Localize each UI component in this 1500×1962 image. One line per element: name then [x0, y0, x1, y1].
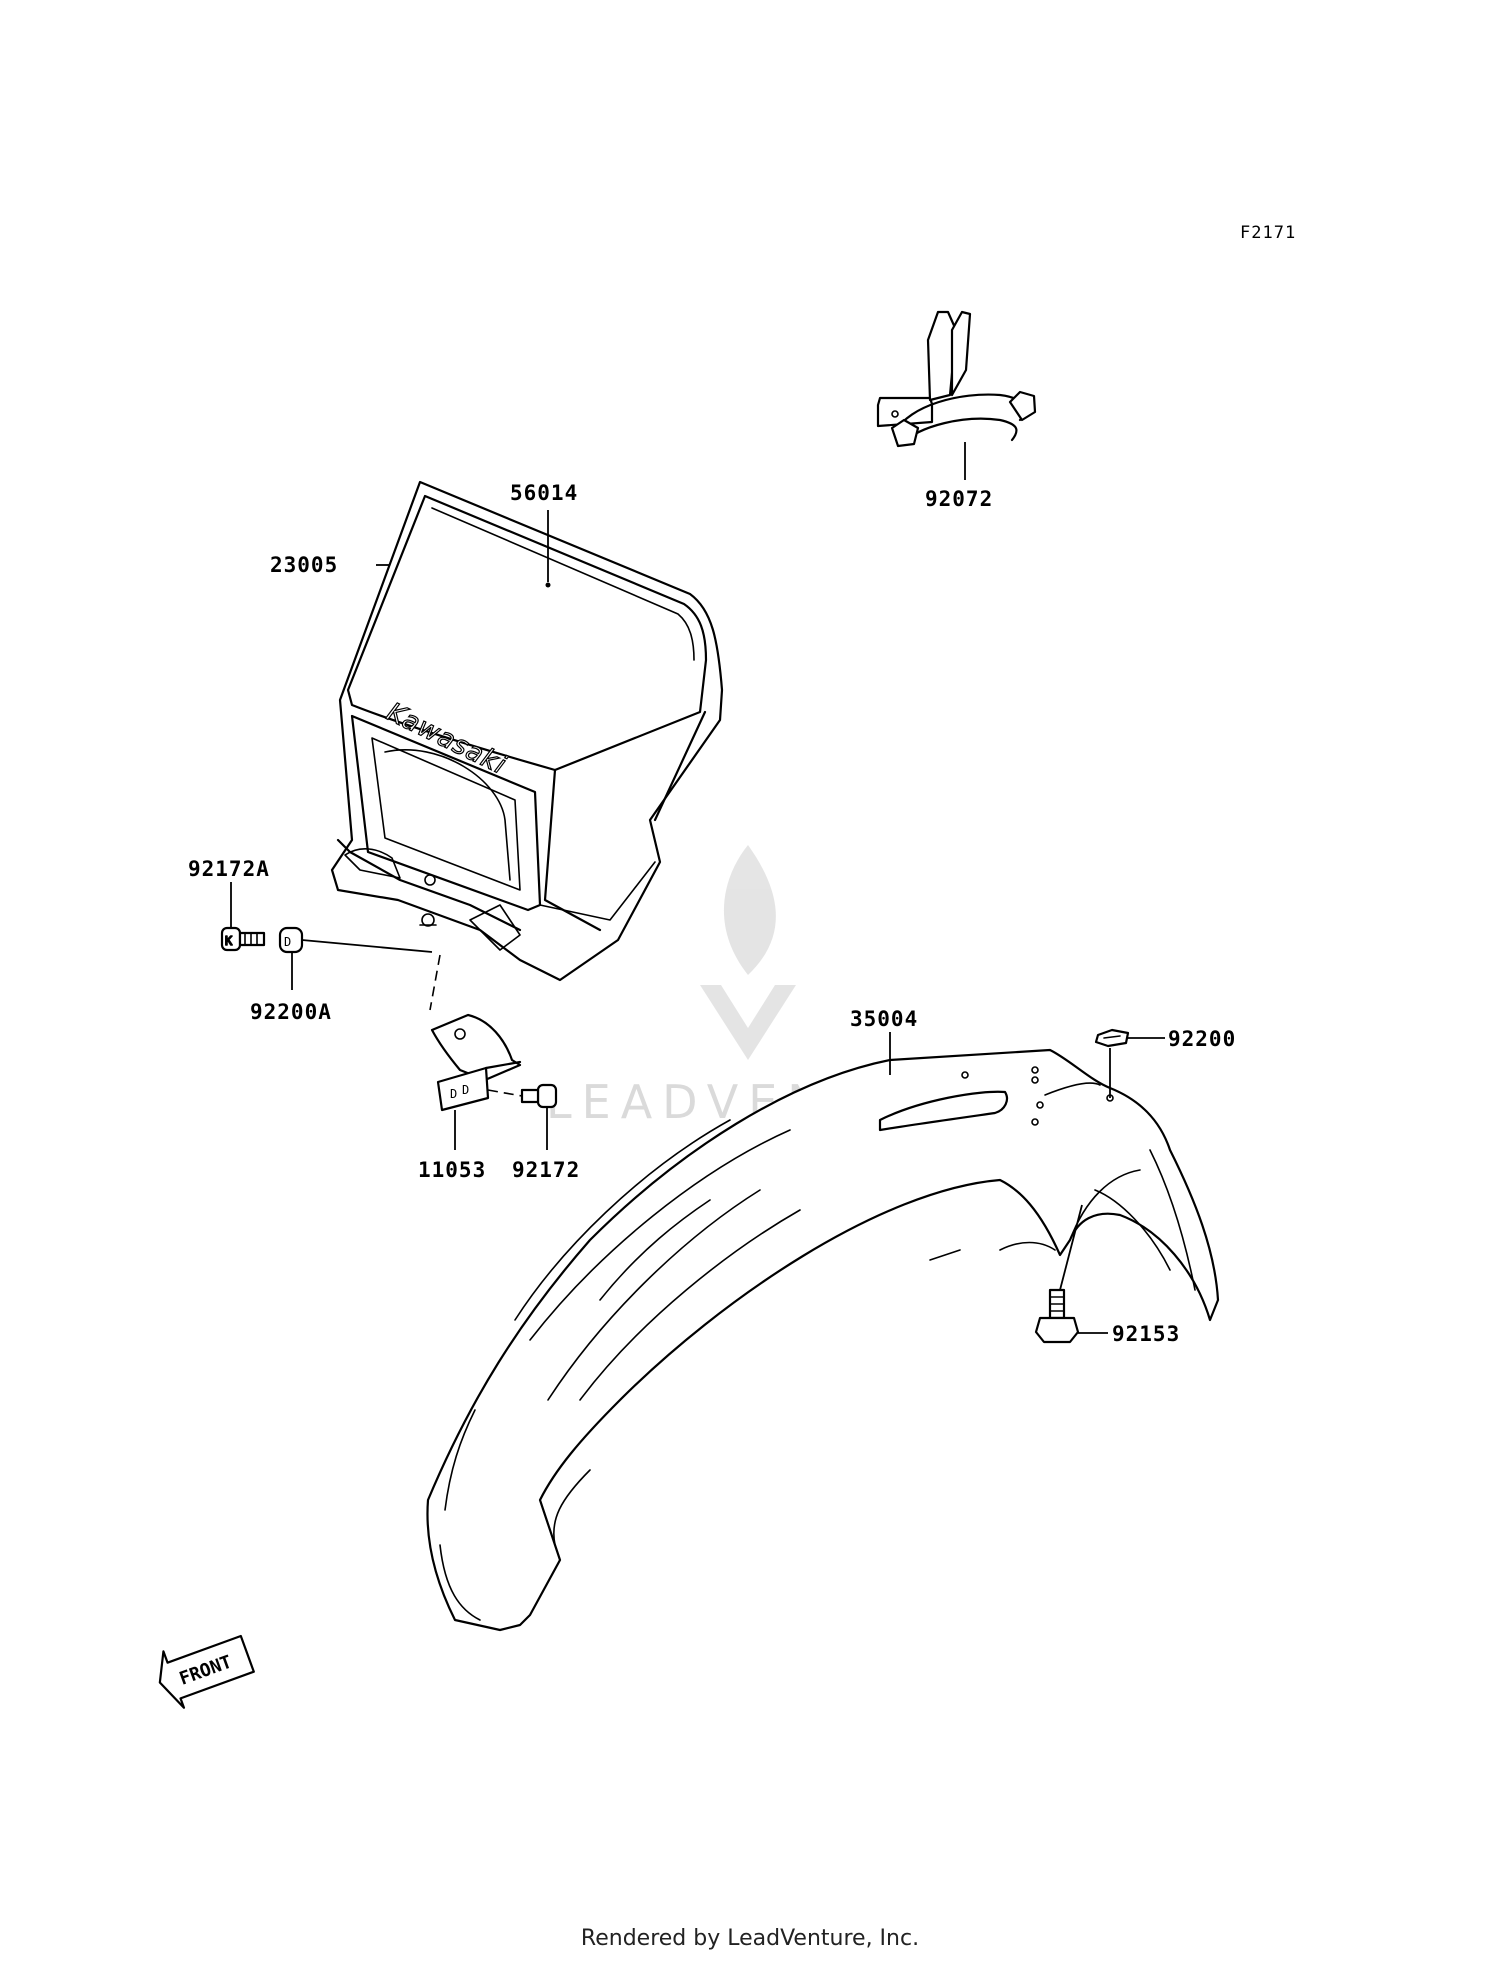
- washer-92200: [1094, 1028, 1130, 1048]
- svg-text:D: D: [284, 935, 291, 949]
- bolt-92153: [1034, 1204, 1083, 1344]
- label-92172: 92172: [512, 1158, 580, 1182]
- headlight-cover-23005: Kawasaki: [330, 480, 724, 982]
- label-92200a: 92200A: [250, 1000, 332, 1024]
- label-11053: 11053: [418, 1158, 486, 1182]
- front-direction-marker: FRONT: [158, 1634, 255, 1709]
- washer-92200a: D: [278, 926, 304, 954]
- svg-text:D: D: [462, 1083, 469, 1097]
- svg-text:K: K: [225, 934, 233, 948]
- label-56014: 56014: [510, 481, 578, 505]
- svg-text:D: D: [450, 1087, 457, 1101]
- label-92072: 92072: [925, 487, 993, 511]
- bolt-92172a: K: [220, 926, 266, 952]
- label-92153: 92153: [1112, 1322, 1180, 1346]
- fender-35004: [426, 1048, 1220, 1632]
- label-92200: 92200: [1168, 1027, 1236, 1051]
- clamp-92072: [876, 310, 1037, 448]
- bracket-11053: D D: [430, 1013, 522, 1112]
- label-35004: 35004: [850, 1007, 918, 1031]
- figure-code: F2171: [1240, 223, 1296, 243]
- label-92172a: 92172A: [188, 857, 270, 881]
- label-23005: 23005: [270, 553, 338, 577]
- footer-credit: Rendered by LeadVenture, Inc.: [580, 1926, 920, 1951]
- bolt-92172: [520, 1083, 558, 1109]
